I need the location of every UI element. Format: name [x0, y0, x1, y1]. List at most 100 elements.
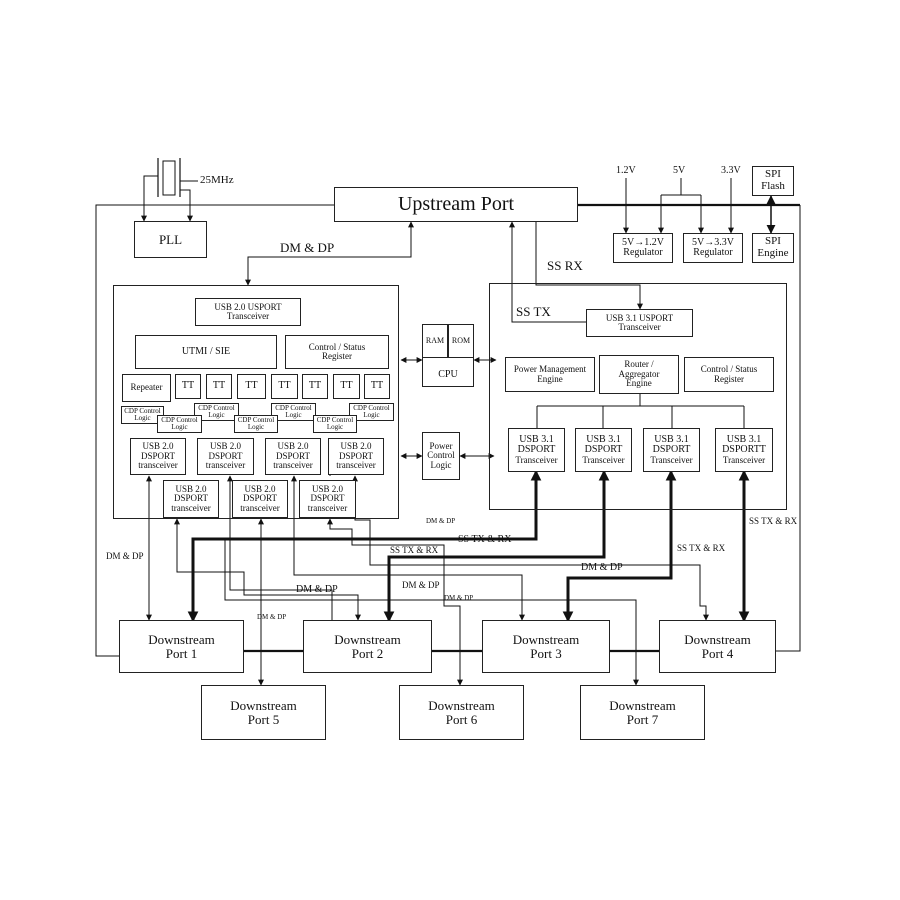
label-ss-tx-rx-3: SS TX & RX — [677, 543, 726, 553]
dsport-line2: DSPORT — [339, 450, 373, 461]
label-ss-rx: SS RX — [547, 258, 583, 273]
label-dm-dp-mid5: DM & DP — [257, 613, 287, 621]
ram-label: RAM — [425, 335, 445, 345]
cdp-line1: CDP Control — [198, 403, 235, 412]
cdp-line2: Logic — [134, 414, 151, 422]
tt-label: TT — [340, 380, 353, 392]
power-control-line2: Control — [427, 450, 455, 461]
tt-label: TT — [278, 380, 291, 392]
cdp-control-logic-4: CDP Control Logic — [349, 403, 394, 421]
dsport-line2: DSPORT — [310, 493, 345, 504]
usb31-dsport-line2: DSPORT — [584, 444, 623, 456]
label-ss-tx-rx-4: SS TX & RX — [749, 516, 798, 526]
dsport-line1: USB 2.0 — [311, 483, 343, 494]
power-mgmt-line2: Engine — [537, 373, 563, 384]
port-line1: Downstream — [684, 631, 751, 647]
router-aggregator-engine: Router / Aggregator Engine — [599, 355, 679, 394]
regulator-1-2v-line2: Regulator — [623, 247, 663, 258]
regulator-3-3v: 5V→3.3V Regulator — [683, 233, 743, 263]
usb31-dsport-1: USB 3.1 DSPORT Transceiver — [508, 428, 565, 472]
cdp-line1: CDP Control — [237, 415, 275, 424]
utmi-sie-label: UTMI / SIE — [181, 345, 231, 357]
usb31-dsport-line2: DSPORT — [652, 444, 691, 456]
dsport-line1: USB 2.0 — [340, 441, 372, 452]
downstream-port-6: Downstream Port 6 — [399, 685, 524, 740]
usb31-dsport-4: USB 3.1 DSPORTT Transceiver — [715, 428, 773, 472]
cdp-line1: CDP Control — [353, 403, 390, 412]
usb31-dsport-line1: USB 3.1 — [586, 433, 621, 445]
power-control-line1: Power — [429, 440, 453, 451]
dsport-line3: transceiver — [307, 502, 348, 513]
usb20-usport-line2: Transceiver — [226, 311, 270, 321]
usb31-ctrl-line2: Register — [714, 373, 744, 384]
tt-6: TT — [333, 374, 360, 399]
port-line2: Port 6 — [445, 711, 478, 727]
downstream-port-1: Downstream Port 1 — [119, 620, 244, 673]
usb20-dsport-3: USB 2.0 DSPORT transceiver — [265, 438, 321, 475]
dsport-line2: DSPORT — [243, 493, 277, 504]
port-line2: Port 5 — [247, 711, 280, 727]
label-ss-tx: SS TX — [516, 304, 551, 319]
usb20-dsport-1: USB 2.0 DSPORT transceiver — [130, 438, 186, 475]
label-ss-tx-rx-2: SS TX & RX — [390, 545, 439, 555]
dsport-line3: transceiver — [171, 502, 211, 513]
power-management-engine: Power Management Engine — [505, 357, 595, 392]
utmi-sie: UTMI / SIE — [135, 335, 277, 369]
rom-block: ROM — [448, 324, 474, 358]
usb31-control-status-register: Control / Status Register — [684, 357, 774, 392]
cdp-line2: Logic — [285, 411, 302, 419]
downstream-port-7: Downstream Port 7 — [580, 685, 705, 740]
spi-flash-line1: SPI — [765, 168, 781, 181]
usb20-dsport-2: USB 2.0 DSPORT transceiver — [197, 438, 254, 475]
crystal-icon — [157, 158, 198, 197]
usb20-control-status-register: Control / Status Register — [285, 335, 389, 369]
port-line2: Port 2 — [351, 645, 384, 661]
usb31-dsport-line1: USB 3.1 — [726, 433, 762, 445]
upstream-port-label: Upstream Port — [397, 193, 515, 215]
tt-label: TT — [370, 380, 384, 392]
repeater-label: Repeater — [130, 382, 163, 393]
regulator-1-2v-line1: 5V→1.2V — [622, 236, 664, 248]
label-dm-dp-mid1: DM & DP — [581, 562, 623, 573]
usb31-usport-line2: Transceiver — [618, 322, 661, 332]
cdp-line2: Logic — [171, 423, 188, 431]
usb20-dsport-4: USB 2.0 DSPORT transceiver — [328, 438, 384, 475]
rom-label: ROM — [451, 335, 471, 345]
usb31-usport-transceiver: USB 3.1 USPORT Transceiver — [586, 309, 693, 337]
spi-flash-line2: Flash — [761, 180, 785, 192]
usb31-dsport-line3: Transceiver — [722, 454, 766, 465]
usb31-dsport-line1: USB 3.1 — [519, 433, 554, 445]
dsport-line2: DSPORT — [208, 450, 243, 461]
label-dm-dp-mid4: DM & DP — [296, 584, 338, 595]
tt-4: TT — [271, 374, 298, 399]
tt-7: TT — [364, 374, 390, 399]
cdp-control-logic-6: CDP Control Logic — [234, 415, 278, 433]
cdp-control-logic-3: CDP Control Logic — [271, 403, 316, 421]
dsport-line1: USB 2.0 — [244, 483, 276, 494]
tt-2: TT — [206, 374, 232, 399]
usb20-dsport-6: USB 2.0 DSPORT transceiver — [232, 480, 288, 518]
port-line2: Port 7 — [626, 711, 659, 727]
dsport-line1: USB 2.0 — [277, 441, 309, 452]
regulator-3-3v-line1: 5V→3.3V — [692, 236, 734, 248]
port-line2: Port 1 — [165, 645, 198, 661]
crystal-frequency: 25MHz — [200, 174, 234, 186]
dsport-line3: transceiver — [273, 460, 313, 471]
regulator-1-2v: 5V→1.2V Regulator — [613, 233, 673, 263]
voltage-3-3v: 3.3V — [721, 165, 741, 176]
dsport-line1: USB 2.0 — [209, 441, 241, 452]
usb31-hub-region — [489, 283, 787, 510]
dsport-line2: DSPORT — [276, 450, 310, 461]
router-line3: Engine — [626, 378, 652, 389]
cdp-line1: CDP Control — [161, 415, 198, 424]
cdp-line2: Logic — [363, 411, 380, 419]
dsport-line1: USB 2.0 — [142, 441, 174, 452]
port-line2: Port 4 — [701, 645, 734, 661]
usb31-dsport-3: USB 3.1 DSPORT Transceiver — [643, 428, 700, 472]
port-line2: Port 3 — [530, 645, 562, 661]
port-line1: Downstream — [230, 697, 297, 713]
spi-flash: SPI Flash — [752, 166, 794, 196]
voltage-5v: 5V — [673, 165, 686, 176]
power-control-line3: Logic — [430, 459, 452, 470]
